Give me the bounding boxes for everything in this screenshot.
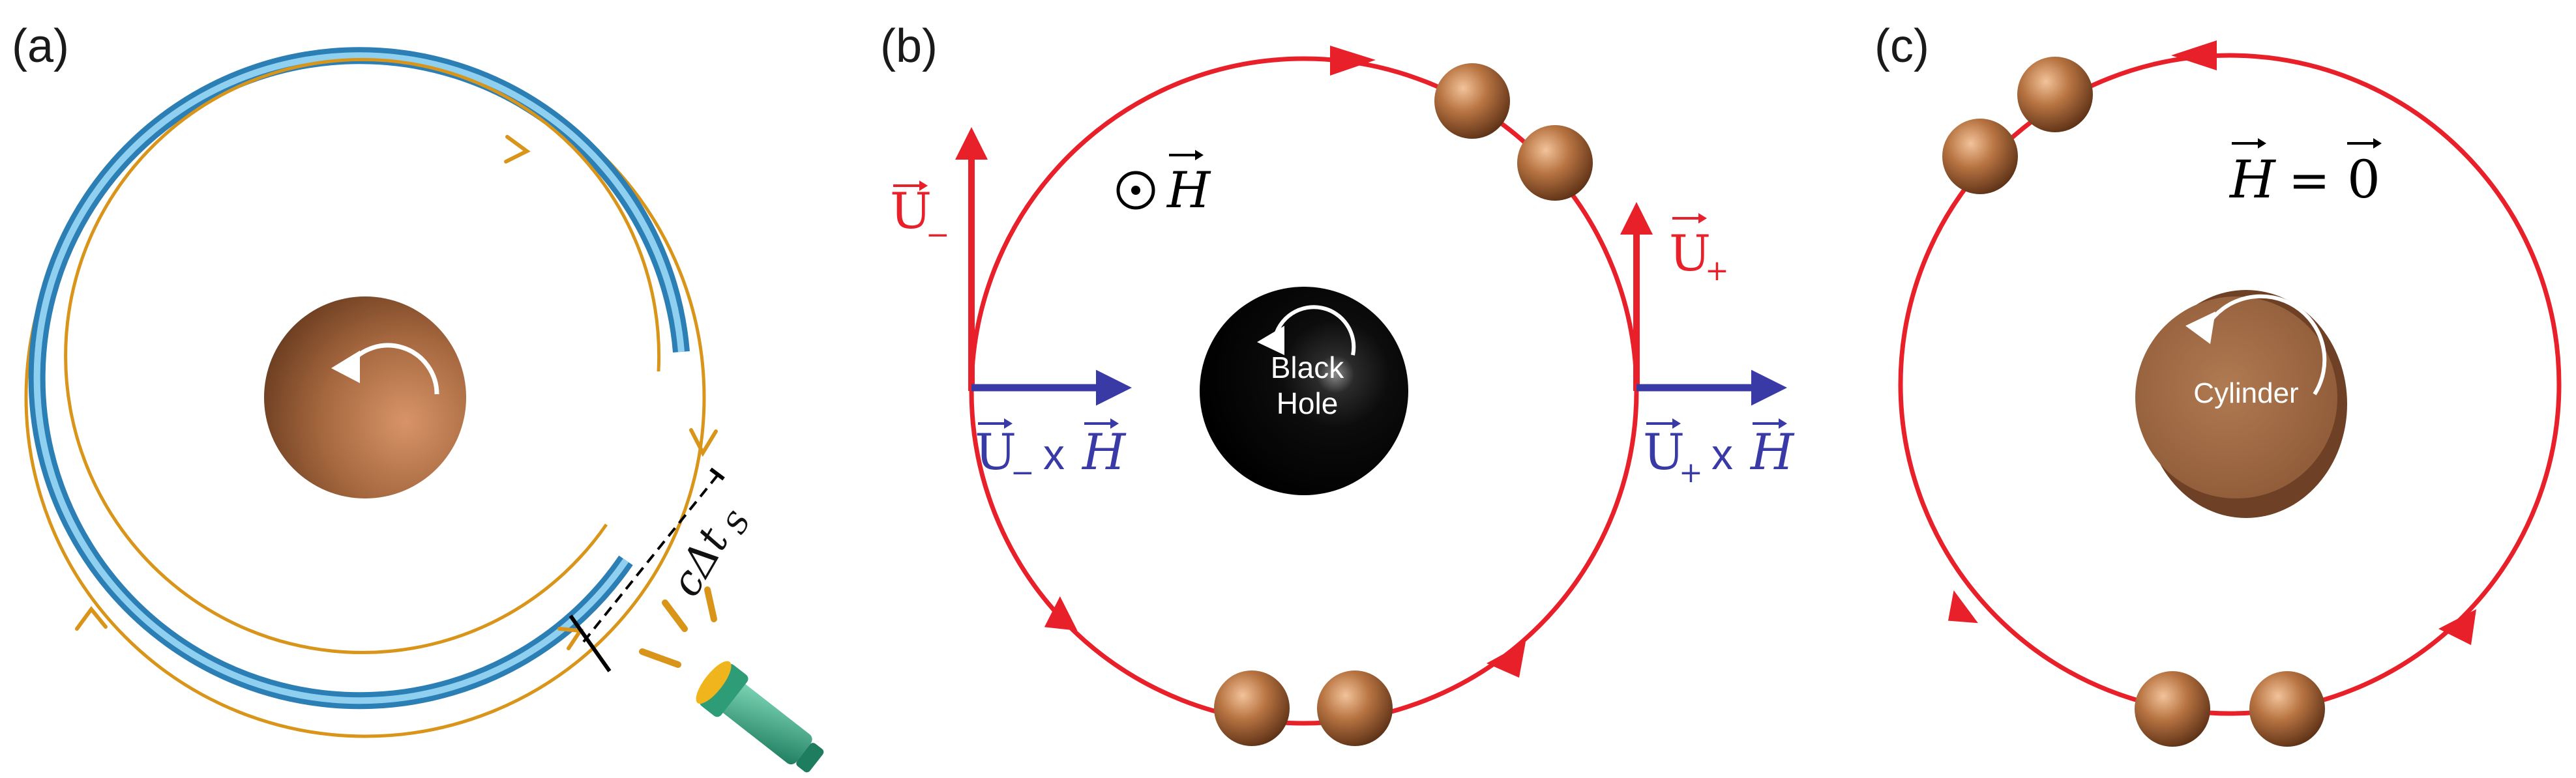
panel-a-label: (a) bbox=[12, 20, 69, 72]
panel-c-label: (c) bbox=[1874, 20, 1929, 72]
field-out-of-page-icon bbox=[1116, 171, 1155, 210]
black-hole-label-line1: Black bbox=[1271, 351, 1344, 384]
tick-mark-upper bbox=[709, 467, 725, 481]
field-zero-equation: H = 0 bbox=[2228, 138, 2382, 210]
cross-right-label: U + x H bbox=[1643, 418, 1795, 489]
orbit-arrows-c bbox=[1947, 40, 2476, 645]
panel-a: (a) cΔt S bbox=[12, 20, 824, 773]
rotation-arrow-icon bbox=[331, 343, 439, 395]
u-minus-label: U − bbox=[890, 180, 950, 252]
rotation-arrow-icon bbox=[2185, 294, 2327, 396]
panel-b-label: (b) bbox=[880, 20, 938, 72]
panel-c: (c) Cylinder H = 0 bbox=[1874, 20, 2562, 747]
svg-text:U: U bbox=[1669, 224, 1711, 282]
orbiting-ball bbox=[2135, 671, 2210, 747]
orbiting-ball bbox=[2017, 57, 2093, 132]
orbiting-ball bbox=[1517, 125, 1593, 201]
svg-text:+: + bbox=[1679, 456, 1703, 489]
svg-text:H: H bbox=[1749, 423, 1795, 481]
svg-text:=: = bbox=[2288, 151, 2330, 209]
svg-text:−: − bbox=[926, 218, 950, 252]
orbiting-ball bbox=[2249, 671, 2325, 747]
tick-mark-lower bbox=[569, 614, 612, 672]
svg-text:H: H bbox=[2228, 149, 2277, 210]
rotating-sphere bbox=[264, 296, 466, 498]
rotation-arrow-icon bbox=[1257, 305, 1356, 356]
svg-text:0: 0 bbox=[2347, 149, 2380, 210]
flashlight-icon bbox=[639, 586, 824, 773]
orbit-arrows-b bbox=[1044, 46, 1526, 678]
inner-light-beam bbox=[64, 57, 661, 654]
field-label-b: H bbox=[1166, 150, 1211, 219]
svg-text:−: − bbox=[1011, 456, 1035, 489]
black-hole-label-line2: Hole bbox=[1277, 386, 1339, 420]
svg-text:+: + bbox=[1705, 254, 1729, 287]
svg-text:H: H bbox=[1166, 161, 1211, 219]
orbit-circle-c bbox=[1898, 53, 2562, 716]
dashed-delay-line bbox=[582, 474, 718, 643]
svg-text:x: x bbox=[1043, 430, 1065, 478]
black-hole bbox=[1200, 287, 1408, 495]
orbiting-ball bbox=[1214, 670, 1290, 746]
cylinder-label: Cylinder bbox=[2193, 377, 2298, 409]
orbiting-ball bbox=[1942, 119, 2018, 194]
rotating-cylinder bbox=[2135, 296, 2337, 498]
orbiting-ball bbox=[1317, 670, 1393, 746]
svg-text:U: U bbox=[890, 182, 932, 240]
u-plus-label: U + bbox=[1669, 213, 1729, 287]
svg-text:U: U bbox=[1643, 423, 1685, 481]
svg-text:U: U bbox=[975, 423, 1016, 481]
svg-text:x: x bbox=[1711, 430, 1733, 478]
orbiting-ball bbox=[1434, 63, 1510, 139]
delay-label-sub: S bbox=[718, 506, 757, 540]
cross-left-label: U − x H bbox=[975, 418, 1127, 489]
svg-text:H: H bbox=[1081, 423, 1127, 481]
beam-arrow-heads bbox=[75, 135, 718, 650]
panel-b: (b) Black Hole H U − bbox=[880, 20, 1795, 746]
